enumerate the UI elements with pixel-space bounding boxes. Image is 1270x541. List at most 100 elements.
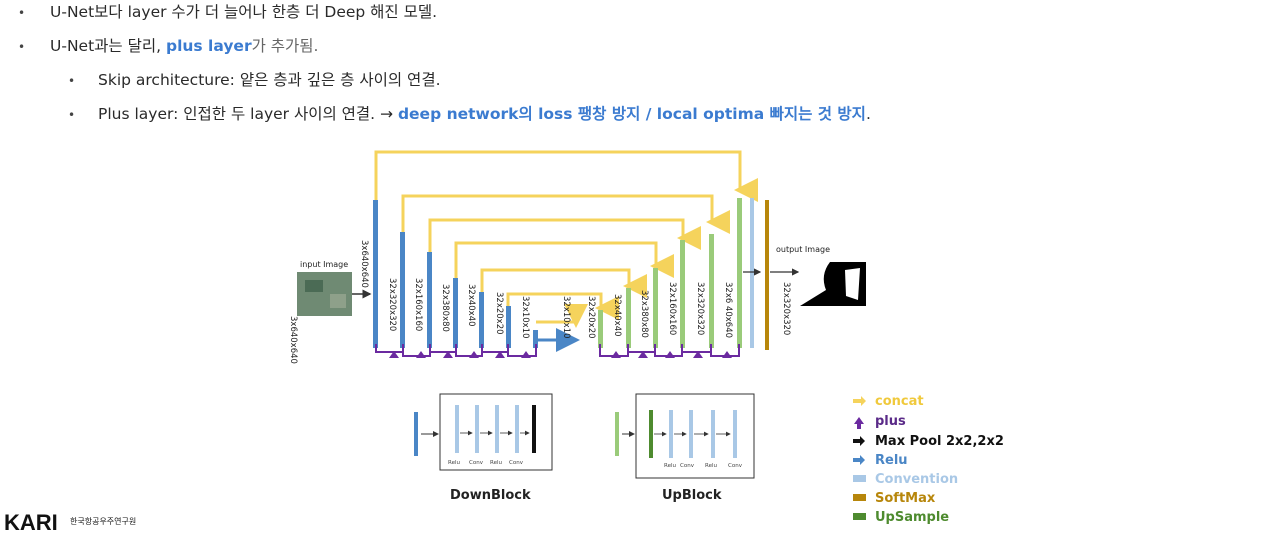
downblock-pool-bar xyxy=(532,405,536,453)
plus-arrowhead xyxy=(389,351,399,358)
upblock-layer-label: Conv xyxy=(680,463,695,469)
bullet-dot: • xyxy=(18,40,26,54)
legend-swatches xyxy=(853,396,866,520)
softmax-bar xyxy=(765,200,769,350)
downblock-bar xyxy=(455,405,459,453)
input-dim-label: 3x640x640 xyxy=(288,316,298,364)
decoder-bar xyxy=(680,240,685,348)
upblock-bar xyxy=(733,410,737,458)
bullet-3: Skip architecture: 얕은 층과 깊은 층 사이의 연결. xyxy=(98,71,441,89)
plus-link xyxy=(375,344,404,353)
plus-link xyxy=(681,344,712,353)
upsample-legend-icon xyxy=(853,513,866,520)
concat-arrow-3 xyxy=(428,218,701,252)
dim-label: 32x20x20 xyxy=(586,296,596,339)
dim-label: 32x160x160 xyxy=(413,278,423,331)
plus-legend-icon xyxy=(854,417,864,429)
bullet-4-pre: Plus layer: 인접한 두 layer 사이의 연결. → xyxy=(98,105,398,123)
downblock-layer-label: Conv xyxy=(469,460,484,466)
output-label: output Image xyxy=(776,245,830,254)
dim-label: 32x10x10 xyxy=(561,296,571,339)
downblock-bar xyxy=(515,405,519,453)
bullet-4-emphasis: deep network의 loss 팽창 방지 / local optima … xyxy=(397,105,866,123)
legend-concat: concat xyxy=(875,394,924,409)
concat-arrow-4 xyxy=(454,241,674,278)
encoder-bar xyxy=(373,200,378,348)
plus-arrowhead xyxy=(722,351,732,358)
bullet-2: U-Net과는 달리, plus layer가 추가됨. xyxy=(50,36,319,56)
concat-connections xyxy=(374,150,758,328)
plus-arrowhead xyxy=(495,351,505,358)
downblock-bar xyxy=(475,405,479,453)
bullet-4: Plus layer: 인접한 두 layer 사이의 연결. → deep n… xyxy=(98,104,871,124)
plus-arrowhead xyxy=(693,351,703,358)
upblock-layer-label: Relu xyxy=(705,463,717,469)
upblock-input-bar xyxy=(615,412,619,456)
kari-logo: KARI 한국항공우주연구원 xyxy=(4,496,164,540)
legend-upsample: UpSample xyxy=(875,510,950,525)
downblock-bar xyxy=(495,405,499,453)
dim-label: 32x10x10 xyxy=(520,296,530,339)
input-image-detail xyxy=(330,294,346,308)
upblock-diagram: Relu Conv Relu Conv xyxy=(615,393,755,479)
bullet-2-pre: U-Net과는 달리, xyxy=(50,37,166,55)
plus-arrowheads xyxy=(389,351,732,358)
encoder-bar xyxy=(533,330,538,348)
decoder-bar xyxy=(737,198,742,348)
encoder-bar xyxy=(479,292,484,348)
relu-legend-icon xyxy=(853,455,865,465)
downblock-layer-label: Conv xyxy=(509,460,524,466)
dim-label: 32x40x40 xyxy=(466,284,476,327)
upblock-title: UpBlock xyxy=(662,488,722,503)
encoder-bar xyxy=(506,306,511,348)
plus-link xyxy=(455,344,483,357)
bullet-2-emphasis: plus layer xyxy=(165,37,252,55)
legend-maxpool: Max Pool 2x2,2x2 xyxy=(875,434,1004,449)
downblock-layer-label: Relu xyxy=(490,460,502,466)
plus-link xyxy=(627,344,656,353)
dim-label: 32x320x320 xyxy=(387,278,397,331)
logo-text: KARI xyxy=(4,510,58,535)
dim-label: 32x40x40 xyxy=(612,294,622,337)
plus-link xyxy=(481,344,509,353)
concat-arrow-6 xyxy=(506,292,619,320)
upblock-bar xyxy=(669,410,673,458)
decoder-bar xyxy=(653,268,658,348)
bullet-dot: • xyxy=(18,6,26,20)
bullet-2-post: 가 추가됨. xyxy=(251,37,319,55)
maxpool-legend-icon xyxy=(853,436,865,446)
downblock-diagram: Relu Conv Relu Conv xyxy=(414,393,553,471)
downblock-title: DownBlock xyxy=(450,488,531,503)
decoder-bar xyxy=(598,310,603,348)
downblock-input-bar xyxy=(414,412,418,456)
dim-label: 32x320x320 xyxy=(781,282,791,335)
encoder-bar xyxy=(400,232,405,348)
encoder-bar xyxy=(427,252,432,348)
plus-arrowhead xyxy=(416,351,426,358)
upblock-layer-label: Relu xyxy=(664,463,676,469)
decoder-bar xyxy=(709,234,714,348)
plus-link xyxy=(507,344,537,357)
legend-softmax: SoftMax xyxy=(875,491,936,506)
kari-logo-mark: KARI 한국항공우주연구원 xyxy=(4,510,136,535)
dim-label: 3x640x640 xyxy=(359,240,369,288)
upblock-layer-label: Conv xyxy=(728,463,743,469)
input-label: input Image xyxy=(300,260,348,269)
dim-label: 32x20x20 xyxy=(494,292,504,335)
plus-connections xyxy=(375,344,740,357)
legend-convention: Convention xyxy=(875,472,959,487)
convention-bar xyxy=(750,198,754,348)
downblock-layer-label: Relu xyxy=(448,460,460,466)
dim-label: 32x160x160 xyxy=(667,282,677,335)
plus-arrowhead xyxy=(469,351,479,358)
bullet-4-post: . xyxy=(865,105,871,123)
decoder-bars xyxy=(598,198,769,350)
bullet-1: U-Net보다 layer 수가 더 늘어나 한층 더 Deep 해진 모델. xyxy=(50,3,438,21)
dim-label: 32x6 40x640 xyxy=(723,282,733,338)
decoder-bar xyxy=(626,288,631,348)
concat-arrow-5 xyxy=(480,268,647,298)
dim-label: 32x380x80 xyxy=(440,284,450,332)
concat-legend-icon xyxy=(853,396,866,406)
logo-org: 한국항공우주연구원 xyxy=(70,517,136,526)
